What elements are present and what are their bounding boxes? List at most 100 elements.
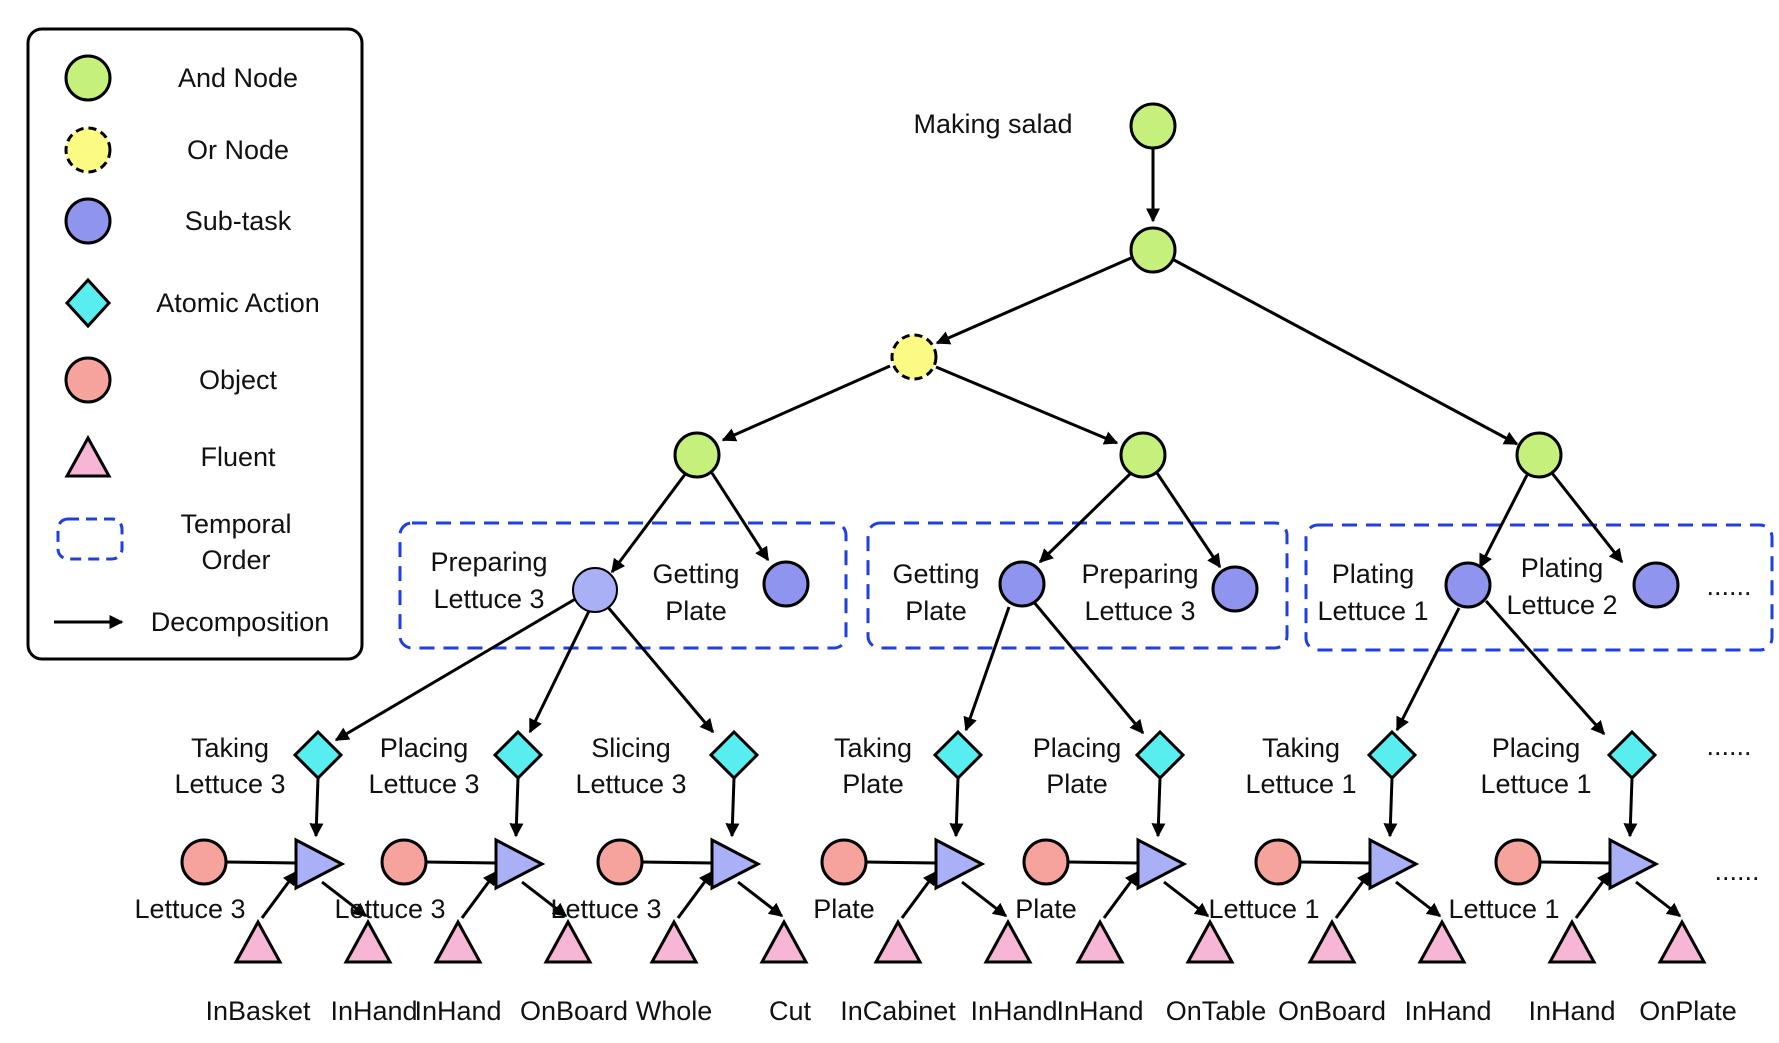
edge-object-to-fluent-node bbox=[865, 860, 937, 865]
temporal-order-icon bbox=[56, 517, 124, 561]
and-node-1 bbox=[673, 431, 721, 479]
ellipsis-actions: ...... bbox=[1706, 731, 1751, 761]
subtask-icon bbox=[64, 197, 112, 245]
action-label-line2: Lettuce 3 bbox=[368, 769, 479, 799]
fluent-before-label: InHand bbox=[1528, 996, 1615, 1026]
action-label-line2: Plate bbox=[1046, 769, 1108, 799]
root-label: Making salad bbox=[913, 109, 1072, 139]
fluent-after-node bbox=[343, 918, 393, 964]
edge-fluent-after bbox=[1635, 880, 1682, 918]
edge-g2a-to-a5 bbox=[1031, 600, 1145, 735]
action-label-line2: Lettuce 3 bbox=[174, 769, 285, 799]
and-node-icon bbox=[64, 54, 112, 102]
edge-fluent-after bbox=[1163, 880, 1210, 918]
temporal-order-box-2 bbox=[866, 521, 1289, 650]
legend-temporal-order-label-2: Order bbox=[201, 545, 270, 575]
legend-object-label: Object bbox=[199, 365, 278, 395]
edge-and1-to-g1a bbox=[610, 472, 688, 574]
edge-and-to-and3 bbox=[1173, 258, 1519, 446]
object-label: Lettuce 3 bbox=[134, 894, 245, 924]
edge-and3-to-g3a bbox=[1478, 474, 1529, 569]
fluent-before-node bbox=[233, 918, 283, 964]
edge-fluent-before bbox=[460, 870, 498, 919]
object-icon bbox=[64, 356, 112, 404]
action-label-line2: Lettuce 3 bbox=[575, 769, 686, 799]
fluent-after-label: InHand bbox=[1404, 996, 1491, 1026]
edge-g1a-to-a3 bbox=[605, 605, 715, 734]
edge-action-to-fluent-node bbox=[509, 777, 524, 838]
object-label: Lettuce 1 bbox=[1448, 894, 1559, 924]
fluent-before-label: Whole bbox=[636, 996, 713, 1026]
legend: And Node Or Node Sub-task Atomic Action … bbox=[26, 27, 364, 661]
fluent-before-label: InCabinet bbox=[840, 996, 956, 1026]
object-node bbox=[820, 838, 868, 886]
atomic-action-node bbox=[1366, 729, 1418, 781]
legend-frame bbox=[26, 27, 364, 661]
fluent-after-label: OnBoard bbox=[520, 996, 628, 1026]
fluent-after-label: InHand bbox=[970, 996, 1057, 1026]
fluent-before-label: InHand bbox=[1056, 996, 1143, 1026]
edge-g3a-to-a7 bbox=[1484, 600, 1606, 736]
action-label-line2: Lettuce 1 bbox=[1480, 769, 1591, 799]
edge-and2-to-g2a bbox=[1038, 472, 1132, 564]
edge-and2-to-g2b bbox=[1155, 472, 1222, 569]
fluent-before-node bbox=[1547, 918, 1597, 964]
edge-object-to-fluent-node bbox=[641, 860, 713, 865]
subtask-node-g3b bbox=[1632, 561, 1680, 609]
and-node-2 bbox=[1119, 431, 1167, 479]
temporal-order-box-1 bbox=[398, 521, 848, 650]
object-node bbox=[380, 838, 428, 886]
fluent-change-node bbox=[294, 837, 346, 891]
atomic-action-node bbox=[492, 729, 544, 781]
edge-g2a-to-a4 bbox=[963, 606, 1011, 732]
subtask-g1b-line2: Plate bbox=[665, 596, 727, 626]
fluent-change-node bbox=[934, 837, 986, 891]
ellipsis-fluents: ...... bbox=[1714, 856, 1759, 886]
legend-and-node-label: And Node bbox=[178, 63, 298, 93]
subtask-node-g2a bbox=[998, 560, 1046, 608]
edge-action-to-fluent-node bbox=[1383, 777, 1398, 838]
object-node bbox=[180, 838, 228, 886]
edge-fluent-after bbox=[737, 880, 784, 918]
subtask-action-edges bbox=[334, 596, 1606, 742]
subtask-g3a-line1: Plating bbox=[1332, 559, 1415, 589]
edge-object-to-fluent-node bbox=[425, 860, 497, 865]
fluent-change-node bbox=[1136, 837, 1188, 891]
subtask-g2a-line1: Getting bbox=[892, 559, 979, 589]
edge-fluent-before bbox=[260, 870, 298, 919]
subtask-node-g2b bbox=[1211, 565, 1259, 613]
edge-object-to-fluent-node bbox=[1067, 860, 1139, 865]
subtask-node-g3a bbox=[1444, 561, 1492, 609]
edge-fluent-before bbox=[1102, 870, 1140, 919]
subtask-nodes: Preparing Lettuce 3 Getting Plate Gettin… bbox=[430, 547, 1751, 626]
edge-fluent-after bbox=[961, 880, 1008, 918]
action-label-line1: Slicing bbox=[591, 733, 671, 763]
or-node-main bbox=[890, 333, 938, 381]
fluent-change-node bbox=[1608, 837, 1660, 891]
subtask-g2b-line1: Preparing bbox=[1081, 559, 1198, 589]
atomic-action-node bbox=[1134, 729, 1186, 781]
object-node bbox=[1494, 838, 1542, 886]
fluent-before-node bbox=[1307, 918, 1357, 964]
edge-object-to-fluent-node bbox=[1539, 860, 1611, 865]
legend-temporal-order-label-1: Temporal bbox=[180, 509, 291, 539]
subtask-ellipsis: ...... bbox=[1706, 571, 1751, 601]
legend-fluent-label: Fluent bbox=[200, 442, 276, 472]
fluent-change-node bbox=[1368, 837, 1420, 891]
action-label-line1: Taking bbox=[834, 733, 912, 763]
edge-action-to-fluent-node bbox=[949, 777, 964, 838]
fluent-after-label: InHand bbox=[330, 996, 417, 1026]
object-label: Lettuce 3 bbox=[334, 894, 445, 924]
edge-fluent-before bbox=[1334, 870, 1372, 919]
object-label: Plate bbox=[813, 894, 875, 924]
fluent-change-node bbox=[494, 837, 546, 891]
edge-action-to-fluent-node bbox=[1151, 777, 1166, 838]
object-node bbox=[1022, 838, 1070, 886]
object-label: Plate bbox=[1015, 894, 1077, 924]
top-nodes: Making salad bbox=[673, 102, 1563, 479]
action-label-line1: Placing bbox=[380, 733, 469, 763]
